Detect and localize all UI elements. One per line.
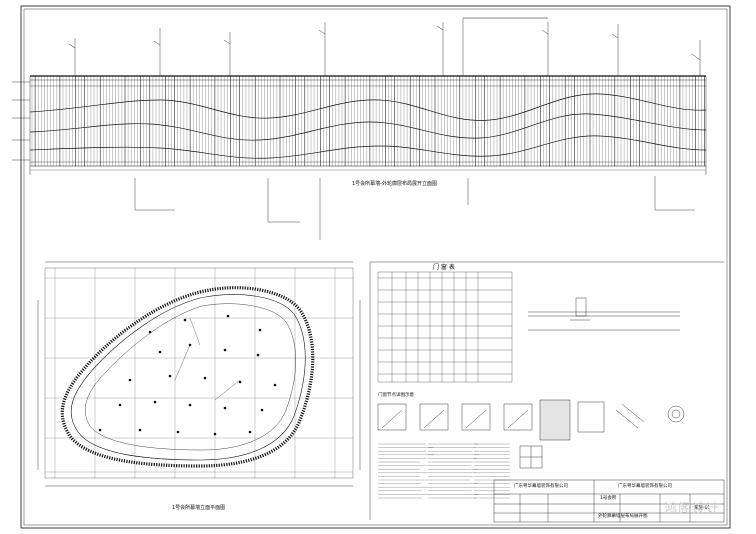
elevation-mullions (31, 76, 705, 166)
elevation-caption: 1号会所幕墙-外轮廓层布局展开立面图 (352, 181, 437, 187)
plan-column-markers (98, 314, 277, 436)
spec-notes (378, 443, 510, 499)
title-block (493, 479, 725, 523)
plan-core-contour (85, 303, 296, 451)
elevation-wave-upper (29, 93, 707, 121)
title-block-company-left: 广东粤华幕墙装饰有限公司 (514, 484, 568, 489)
door-window-schedule-panel (369, 261, 724, 520)
floor-plan (37, 261, 361, 487)
plan-inner-contour (70, 294, 306, 461)
plan-caption: 1号会所幕墙立面平面图 (172, 505, 226, 511)
sheet-outer-border (20, 5, 731, 529)
title-block-sheet-title: 外轮廓幕墙层布局展开图 (598, 514, 648, 519)
title-block-project: 1号会所 (600, 496, 617, 501)
plan-grid-lines (45, 268, 353, 478)
detail-caption: 门窗节点详图示意 (378, 393, 414, 398)
plan-outer-contour (60, 286, 315, 468)
elevation-wave-middle (29, 113, 707, 141)
elevation-wave-lower (29, 135, 707, 159)
watermark-logo: 鸿阁设计 (664, 502, 721, 517)
sheet-inner-border (23, 8, 728, 526)
title-block-sheet-no: 幕施-01 (694, 506, 711, 511)
node-details-row (377, 399, 685, 499)
schedule-side-detail (528, 297, 680, 331)
schedule-title: 门 窗 表 (433, 264, 455, 271)
title-block-company-right: 广东粤华幕墙装饰有限公司 (618, 484, 672, 489)
unrolled-elevation (12, 17, 707, 240)
schedule-table (377, 271, 513, 383)
